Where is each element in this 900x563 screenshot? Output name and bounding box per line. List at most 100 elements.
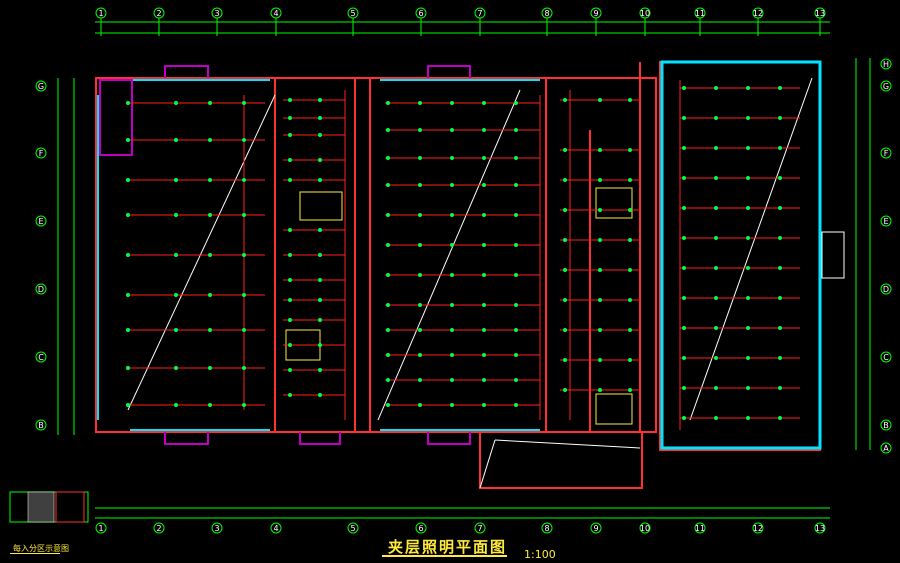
light-fixture-symbol <box>418 328 422 332</box>
light-fixture-symbol <box>514 303 518 307</box>
light-fixture-symbol <box>598 208 602 212</box>
light-fixture-symbol <box>208 178 212 182</box>
light-fixture-symbol <box>714 236 718 240</box>
light-fixture-symbol <box>514 328 518 332</box>
grid-bubble-left: E <box>35 215 47 227</box>
drawing-scale: 1:100 <box>524 548 556 561</box>
grid-bubble-top: 13 <box>814 7 826 19</box>
grid-bubble-left: G <box>35 80 47 92</box>
light-fixture-symbol <box>450 403 454 407</box>
light-fixture-symbol <box>126 328 130 332</box>
svg-text:5: 5 <box>350 524 355 533</box>
light-fixture-symbol <box>682 356 686 360</box>
grid-bubble-right: H <box>880 58 892 70</box>
light-fixture-symbol <box>682 146 686 150</box>
light-fixture-symbol <box>482 353 486 357</box>
light-fixture-symbol <box>682 116 686 120</box>
light-fixture-symbol <box>682 206 686 210</box>
light-fixture-symbol <box>242 328 246 332</box>
light-fixture-symbol <box>386 353 390 357</box>
light-fixture-symbol <box>746 356 750 360</box>
light-fixture-symbol <box>682 326 686 330</box>
light-fixture-symbol <box>418 303 422 307</box>
light-fixture-symbol <box>386 156 390 160</box>
svg-text:F: F <box>884 149 889 158</box>
light-fixture-symbol <box>418 353 422 357</box>
grid-bubble-bottom: 8 <box>541 522 553 534</box>
light-fixture-symbol <box>563 208 567 212</box>
light-fixture-symbol <box>628 358 632 362</box>
light-fixture-symbol <box>714 206 718 210</box>
light-fixture-symbol <box>778 176 782 180</box>
keymap-underline <box>10 553 60 554</box>
grid-bubble-top: 6 <box>415 7 427 19</box>
svg-text:5: 5 <box>350 9 355 18</box>
svg-text:C: C <box>38 353 44 362</box>
light-fixture-symbol <box>174 293 178 297</box>
light-fixture-symbol <box>628 268 632 272</box>
light-fixture-symbol <box>682 416 686 420</box>
svg-text:1: 1 <box>98 9 103 18</box>
light-fixture-symbol <box>778 146 782 150</box>
light-fixture-symbol <box>514 353 518 357</box>
light-fixture-symbol <box>450 183 454 187</box>
light-fixture-symbol <box>778 356 782 360</box>
light-fixture-symbol <box>482 403 486 407</box>
light-fixture-symbol <box>482 213 486 217</box>
light-fixture-symbol <box>514 273 518 277</box>
grid-bubble-top: 4 <box>270 7 282 19</box>
light-fixture-symbol <box>682 236 686 240</box>
light-fixture-symbol <box>318 158 322 162</box>
light-fixture-symbol <box>288 98 292 102</box>
grid-bubble-top: 11 <box>694 7 706 19</box>
light-fixture-symbol <box>778 326 782 330</box>
svg-text:8: 8 <box>544 524 549 533</box>
light-fixture-symbol <box>682 386 686 390</box>
light-fixture-symbol <box>628 238 632 242</box>
light-fixture-symbol <box>318 98 322 102</box>
light-fixture-symbol <box>746 416 750 420</box>
svg-text:9: 9 <box>593 9 598 18</box>
top-dimension-lines <box>95 21 830 34</box>
light-fixture-symbol <box>288 368 292 372</box>
light-fixture-symbol <box>563 388 567 392</box>
light-fixture-symbol <box>514 183 518 187</box>
light-fixture-symbol <box>386 101 390 105</box>
light-fixture-symbol <box>288 298 292 302</box>
light-fixture-symbol <box>714 146 718 150</box>
light-fixture-symbol <box>778 266 782 270</box>
light-fixture-symbol <box>386 128 390 132</box>
svg-text:11: 11 <box>695 524 705 533</box>
light-fixture-symbol <box>628 98 632 102</box>
light-fixture-symbol <box>778 416 782 420</box>
slope-lines <box>127 77 813 489</box>
light-fixture-symbol <box>318 318 322 322</box>
light-fixture-symbol <box>682 86 686 90</box>
right-dimension-lines <box>855 58 871 450</box>
light-fixture-symbol <box>418 403 422 407</box>
light-fixture-symbol <box>126 178 130 182</box>
light-fixture-symbol <box>242 293 246 297</box>
grid-bubble-bottom: 9 <box>590 522 602 534</box>
light-fixture-symbol <box>628 388 632 392</box>
zone-key-map <box>9 491 89 523</box>
light-fixture-symbol <box>514 243 518 247</box>
light-fixture-symbol <box>126 213 130 217</box>
light-fixture-symbol <box>514 156 518 160</box>
svg-text:13: 13 <box>815 524 825 533</box>
light-fixture-symbol <box>208 293 212 297</box>
light-fixture-symbol <box>318 228 322 232</box>
light-fixture-symbol <box>126 403 130 407</box>
light-fixture-symbol <box>288 343 292 347</box>
svg-text:10: 10 <box>640 524 650 533</box>
light-fixture-symbol <box>208 366 212 370</box>
svg-text:D: D <box>883 285 889 294</box>
grid-bubble-top: 1 <box>95 7 107 19</box>
light-fixture-symbol <box>126 138 130 142</box>
light-fixture-symbol <box>126 366 130 370</box>
light-fixture-symbol <box>746 206 750 210</box>
light-fixture-symbol <box>174 101 178 105</box>
light-fixture-symbol <box>386 243 390 247</box>
grid-bubble-right: F <box>880 147 892 159</box>
light-fixture-symbol <box>318 253 322 257</box>
